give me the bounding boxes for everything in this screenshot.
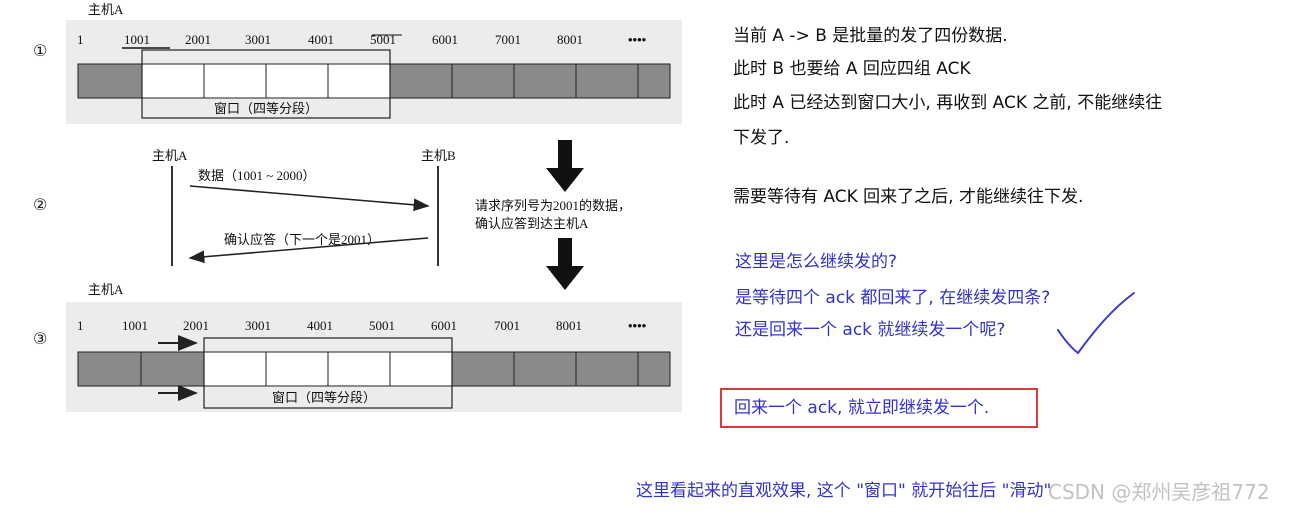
step-2-label: ② <box>33 195 47 214</box>
seq-number: 1001 <box>122 318 148 333</box>
byte-stream-strip-1: 窗口（四等分段） <box>77 49 671 119</box>
data-message-label: 数据（1001 ~ 2000） <box>198 168 316 183</box>
request-note-line-2: 确认应答到达主机A <box>475 216 589 231</box>
bottom-caption: 这里看起来的直观效果, 这个 "窗口" 就开始往后 "滑动" <box>636 481 1052 501</box>
panel-1-seq-numbers: 1 1001 2001 3001 4001 5001 6001 7001 800… <box>77 32 647 47</box>
seq-number: •••• <box>628 318 647 333</box>
ack-message-label: 确认应答（下一个是2001） <box>224 232 380 247</box>
check-mark-icon <box>1057 292 1135 355</box>
seq-number: 2001 <box>183 318 209 333</box>
window-label: 窗口（四等分段） <box>214 101 318 116</box>
answer-text: 回来一个 ack, 就立即继续发一个. <box>734 398 990 418</box>
panel-3-seq-numbers: 1 1001 2001 3001 4001 5001 6001 7001 800… <box>77 318 647 333</box>
seq-number: 1 <box>77 32 84 47</box>
segment <box>141 63 205 99</box>
answer-box: 回来一个 ack, 就立即继续发一个. <box>720 388 1038 428</box>
host-a-label-middle: 主机A <box>152 148 188 163</box>
seq-number: 8001 <box>556 318 582 333</box>
seq-number: •••• <box>628 32 647 47</box>
note-line: 当前 A -> B 是批量的发了四份数据. <box>733 26 1008 46</box>
question-line: 是等待四个 ack 都回来了, 在继续发四条? <box>735 288 1051 308</box>
window-label: 窗口（四等分段） <box>272 390 376 405</box>
question-line: 这里是怎么继续发的? <box>735 252 898 272</box>
seq-number: 4001 <box>307 318 333 333</box>
seq-number: 5001 <box>369 318 395 333</box>
segment <box>265 63 329 99</box>
data-arrow <box>189 185 430 212</box>
seq-number: 6001 <box>432 32 458 47</box>
segment <box>265 351 329 387</box>
segment <box>389 351 453 387</box>
note-line: 需要等待有 ACK 回来了之后, 才能继续往下发. <box>733 187 1084 207</box>
sliding-window-figure: 主机A ① 1 1001 2001 3001 4001 5001 6001 70… <box>33 2 682 412</box>
byte-stream-strip-3: 窗口（四等分段） <box>77 335 671 409</box>
request-note-line-1: 请求序列号为2001的数据， <box>475 198 631 213</box>
seq-number: 8001 <box>557 32 583 47</box>
down-arrow-icon <box>546 140 584 192</box>
step-3-label: ③ <box>33 329 47 348</box>
seq-number: 3001 <box>245 32 271 47</box>
seq-number: 7001 <box>495 32 521 47</box>
segment <box>327 351 391 387</box>
segment <box>327 63 391 99</box>
question-line: 还是回来一个 ack 就继续发一个呢? <box>735 320 1006 340</box>
seq-number: 3001 <box>245 318 271 333</box>
seq-number: 1 <box>77 318 84 333</box>
host-b-label: 主机B <box>421 148 456 163</box>
window-frame <box>141 49 391 119</box>
note-line: 下发了. <box>733 128 790 148</box>
seq-number: 1001 <box>124 32 150 47</box>
watermark: CSDN @郑州吴彦祖772 <box>1048 480 1270 504</box>
note-line: 此时 B 也要给 A 回应四组 ACK <box>733 59 971 79</box>
host-a-label-bottom: 主机A <box>88 282 124 297</box>
down-arrow-icon <box>546 238 584 290</box>
seq-number: 2001 <box>185 32 211 47</box>
seq-number: 7001 <box>494 318 520 333</box>
seq-number: 4001 <box>308 32 334 47</box>
segment <box>203 63 267 99</box>
ack-arrow <box>188 237 429 264</box>
seq-number: 5001 <box>370 32 396 47</box>
window-frame <box>203 337 453 409</box>
seq-number: 6001 <box>431 318 457 333</box>
step-1-label: ① <box>33 41 47 60</box>
segment <box>203 351 267 387</box>
host-a-label-top: 主机A <box>88 2 124 17</box>
note-line: 此时 A 已经达到窗口大小, 再收到 ACK 之前, 不能继续往 <box>733 93 1163 113</box>
